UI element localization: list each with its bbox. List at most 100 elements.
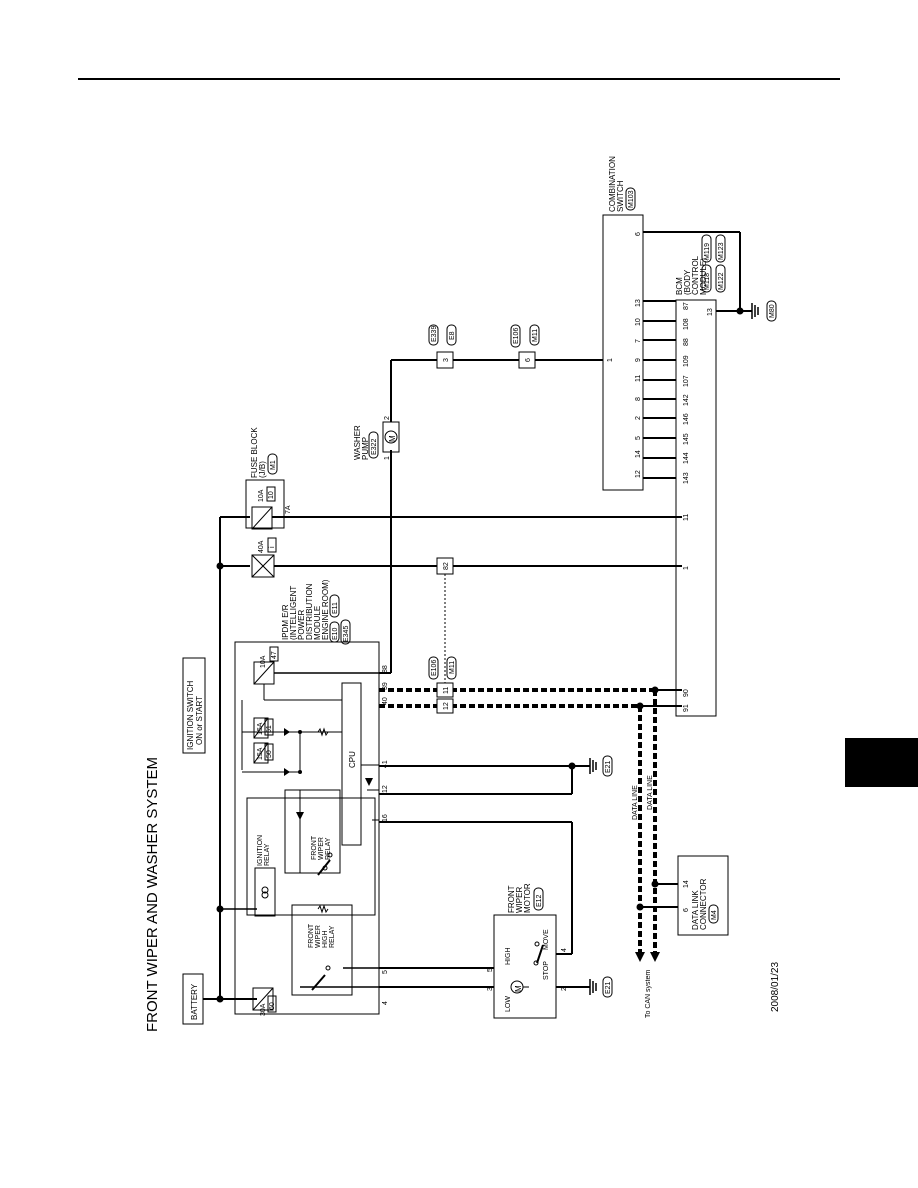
diagram-label: To CAN system bbox=[645, 970, 652, 1018]
diagram-label: 146 bbox=[683, 413, 690, 425]
diagram-label: WASHER bbox=[353, 425, 362, 460]
diagram-label: CONNECTOR bbox=[699, 878, 708, 930]
diagram-label: 144 bbox=[683, 452, 690, 464]
diagram-label: 11 bbox=[443, 687, 450, 694]
diagram-label: 4 bbox=[382, 1001, 389, 1005]
diagram-label: CPU bbox=[348, 751, 357, 768]
diagram-label: E345 bbox=[343, 626, 350, 642]
diagram-label: DISTRIBUTION bbox=[305, 583, 314, 640]
diagram-label: 14 bbox=[683, 880, 690, 888]
diagram-label: 6 bbox=[525, 358, 532, 362]
fuse-block-label: FUSE BLOCK (J/B) bbox=[250, 427, 267, 478]
combination-switch-label: COMBINATION SWITCH bbox=[608, 156, 625, 212]
diagram-label: M bbox=[514, 985, 523, 992]
diagram-label: CONTROL bbox=[691, 255, 700, 295]
diagram-label: 14 bbox=[635, 450, 642, 458]
date-code: 2008/01/23 bbox=[770, 962, 781, 1012]
data-link-connector-label: DATA LINK CONNECTOR bbox=[691, 878, 708, 930]
diagram-label: 5 bbox=[635, 436, 642, 440]
diagram-label: E10 bbox=[332, 627, 339, 640]
diagram-label: 107 bbox=[683, 375, 690, 387]
diagram-label: SWITCH bbox=[616, 180, 625, 212]
diagram-label: 16 bbox=[382, 814, 389, 822]
diagram-label: M80 bbox=[769, 304, 776, 318]
diagram-label: 47 bbox=[271, 651, 278, 659]
diagram-label: 8 bbox=[635, 397, 642, 401]
diagram-label: M1 bbox=[270, 460, 277, 470]
diagram-label: E339 bbox=[431, 326, 438, 342]
diagram-label: E21 bbox=[605, 760, 612, 773]
diagram-label: HIGH bbox=[505, 948, 512, 966]
diagram-label: 6 bbox=[635, 232, 642, 236]
diagram-label: 9 bbox=[635, 358, 642, 362]
front-wiper-motor-label: FRONT WIPER MOTOR bbox=[507, 883, 532, 913]
diagram-label: BCM bbox=[675, 277, 684, 295]
diagram-label: 51 bbox=[266, 725, 273, 733]
diagram-label: MODULE bbox=[313, 606, 322, 640]
diagram-label: 11 bbox=[683, 514, 690, 521]
diagram-label: RELAY bbox=[329, 925, 336, 948]
diagram-label: E21 bbox=[605, 981, 612, 994]
diagram-label: 12 bbox=[443, 702, 450, 710]
diagram-label: IGNITION bbox=[257, 835, 264, 866]
diagram-label: E8 bbox=[449, 331, 456, 340]
diagram-label: 10A bbox=[258, 489, 265, 502]
diagram-label: 1 bbox=[607, 358, 614, 362]
diagram-label: RELAY bbox=[325, 837, 332, 860]
diagram-label: 41 bbox=[382, 760, 389, 768]
diagram-label: 11 bbox=[635, 375, 642, 382]
diagram-label: M122 bbox=[718, 272, 725, 290]
diagram-label: (INTELLIGENT bbox=[289, 586, 298, 640]
diagram-label: 90 bbox=[683, 689, 690, 697]
diagram-label: MODULE) bbox=[699, 258, 708, 295]
diagram-label: 2 bbox=[635, 416, 642, 420]
diagram-label: 50 bbox=[266, 750, 273, 758]
diagram-label: MOVE bbox=[543, 929, 550, 950]
diagram-label: E106 bbox=[513, 328, 520, 344]
ipdm-label: IPDM E/R (INTELLIGENT POWER DISTRIBUTION… bbox=[281, 579, 330, 640]
diagram-label: 3 bbox=[487, 987, 494, 991]
diagram-label: 60 bbox=[269, 1002, 276, 1010]
bcm-label: BCM (BODY CONTROL MODULE) bbox=[675, 255, 708, 295]
battery-label: BATTERY bbox=[190, 983, 199, 1020]
diagram-label: DATA LINE bbox=[647, 775, 654, 810]
diagram-label: 82 bbox=[443, 562, 450, 570]
diagram-label: COMBINATION bbox=[608, 156, 617, 212]
diagram-label: 12 bbox=[635, 470, 642, 478]
diagram-label: M11 bbox=[449, 661, 456, 674]
diagram-label: FUSE BLOCK bbox=[250, 427, 259, 478]
diagram-label: 1 bbox=[683, 566, 690, 570]
diagram-label: 87 bbox=[683, 302, 690, 310]
diagram-label: FRONT bbox=[308, 923, 315, 948]
diagram-label: 5 bbox=[382, 970, 389, 974]
diagram-label: 2 bbox=[384, 416, 391, 420]
diagram-label: 10 bbox=[635, 318, 642, 326]
diagram-label: FRONT bbox=[507, 885, 516, 913]
diagram-label: WIPER bbox=[515, 887, 524, 913]
diagram-label: M123 bbox=[718, 242, 725, 260]
diagram-label: 40A bbox=[258, 540, 265, 553]
diagram-label: 39 bbox=[382, 682, 389, 690]
diagram-label: E106 bbox=[431, 660, 438, 676]
diagram-label: 108 bbox=[683, 318, 690, 330]
diagram-label: 3 bbox=[443, 358, 450, 362]
diagram-label: DATA LINK bbox=[691, 890, 700, 930]
diagram-title: FRONT WIPER AND WASHER SYSTEM bbox=[144, 757, 161, 1032]
diagram-label: ENGINE ROOM) bbox=[321, 579, 330, 640]
diagram-label: 30A bbox=[260, 1003, 267, 1016]
diagram-label: 91 bbox=[683, 704, 690, 712]
diagram-label: 143 bbox=[683, 472, 690, 484]
ignition-switch-state: ON or START bbox=[195, 696, 204, 745]
diagram-label: 88 bbox=[382, 665, 389, 673]
diagram-label: 109 bbox=[683, 355, 690, 367]
diagram-label: 1 bbox=[384, 456, 391, 460]
washer-pump-label: WASHER PUMP bbox=[353, 425, 370, 460]
ignition-switch-label: IGNITION SWITCH bbox=[186, 680, 195, 750]
diagram-label: M119 bbox=[704, 243, 711, 260]
diagram-label: 13 bbox=[635, 299, 642, 307]
diagram-label: WIPER bbox=[315, 925, 322, 948]
diagram-label: FRONT bbox=[311, 835, 318, 860]
diagram-label: 4 bbox=[561, 948, 568, 952]
diagram-label: MOTOR bbox=[523, 883, 532, 913]
